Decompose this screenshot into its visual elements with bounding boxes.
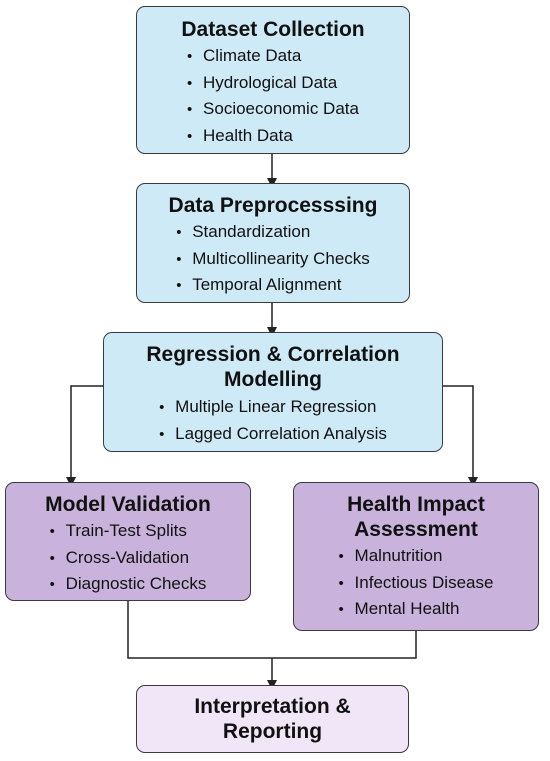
list-item: Temporal Alignment bbox=[176, 272, 370, 299]
model-validation-title: Model Validation bbox=[45, 493, 211, 516]
arrow-regression-to-health-impact bbox=[443, 385, 478, 487]
regression-modelling-box: Regression & Correlation Modelling Multi… bbox=[103, 332, 443, 452]
health-impact-title-line1: Health Impact bbox=[347, 493, 485, 516]
arrow-regression-to-validation bbox=[66, 385, 103, 487]
list-item: Standardization bbox=[176, 219, 370, 246]
list-item: Multiple Linear Regression bbox=[159, 394, 387, 421]
regression-modelling-title-line2: Modelling bbox=[224, 368, 322, 391]
regression-modelling-title-line1: Regression & Correlation bbox=[146, 343, 400, 366]
interpretation-title-line1: Interpretation & bbox=[194, 695, 351, 718]
health-impact-title-line2: Assessment bbox=[354, 518, 478, 541]
list-item: Cross-Validation bbox=[50, 545, 207, 572]
list-item: Mental Health bbox=[339, 596, 494, 623]
data-preprocessing-list: Standardization Multicollinearity Checks… bbox=[176, 219, 370, 299]
model-validation-box: Model Validation Train-Test Splits Cross… bbox=[5, 482, 251, 601]
dataset-collection-title: Dataset Collection bbox=[181, 18, 365, 41]
health-impact-list: Malnutrition Infectious Disease Mental H… bbox=[339, 543, 494, 623]
health-impact-box: Health Impact Assessment Malnutrition In… bbox=[293, 482, 539, 631]
list-item: Socioeconomic Data bbox=[187, 96, 359, 123]
data-preprocessing-title: Data Preprocesssing bbox=[168, 194, 378, 217]
model-validation-list: Train-Test Splits Cross-Validation Diagn… bbox=[50, 518, 207, 598]
regression-modelling-list: Multiple Linear Regression Lagged Correl… bbox=[159, 394, 387, 447]
interpretation-box: Interpretation & Reporting bbox=[136, 685, 409, 753]
list-item: Hydrological Data bbox=[187, 70, 359, 97]
list-item: Malnutrition bbox=[339, 543, 494, 570]
dataset-collection-box: Dataset Collection Climate Data Hydrolog… bbox=[136, 6, 410, 154]
list-item: Train-Test Splits bbox=[50, 518, 207, 545]
list-item: Health Data bbox=[187, 123, 359, 150]
list-item: Climate Data bbox=[187, 43, 359, 70]
interpretation-title-line2: Reporting bbox=[222, 720, 323, 743]
data-preprocessing-box: Data Preprocesssing Standardization Mult… bbox=[136, 183, 410, 303]
list-item: Lagged Correlation Analysis bbox=[159, 421, 387, 448]
list-item: Diagnostic Checks bbox=[50, 571, 207, 598]
list-item: Multicollinearity Checks bbox=[176, 246, 370, 273]
dataset-collection-list: Climate Data Hydrological Data Socioecon… bbox=[187, 43, 359, 149]
list-item: Infectious Disease bbox=[339, 570, 494, 597]
